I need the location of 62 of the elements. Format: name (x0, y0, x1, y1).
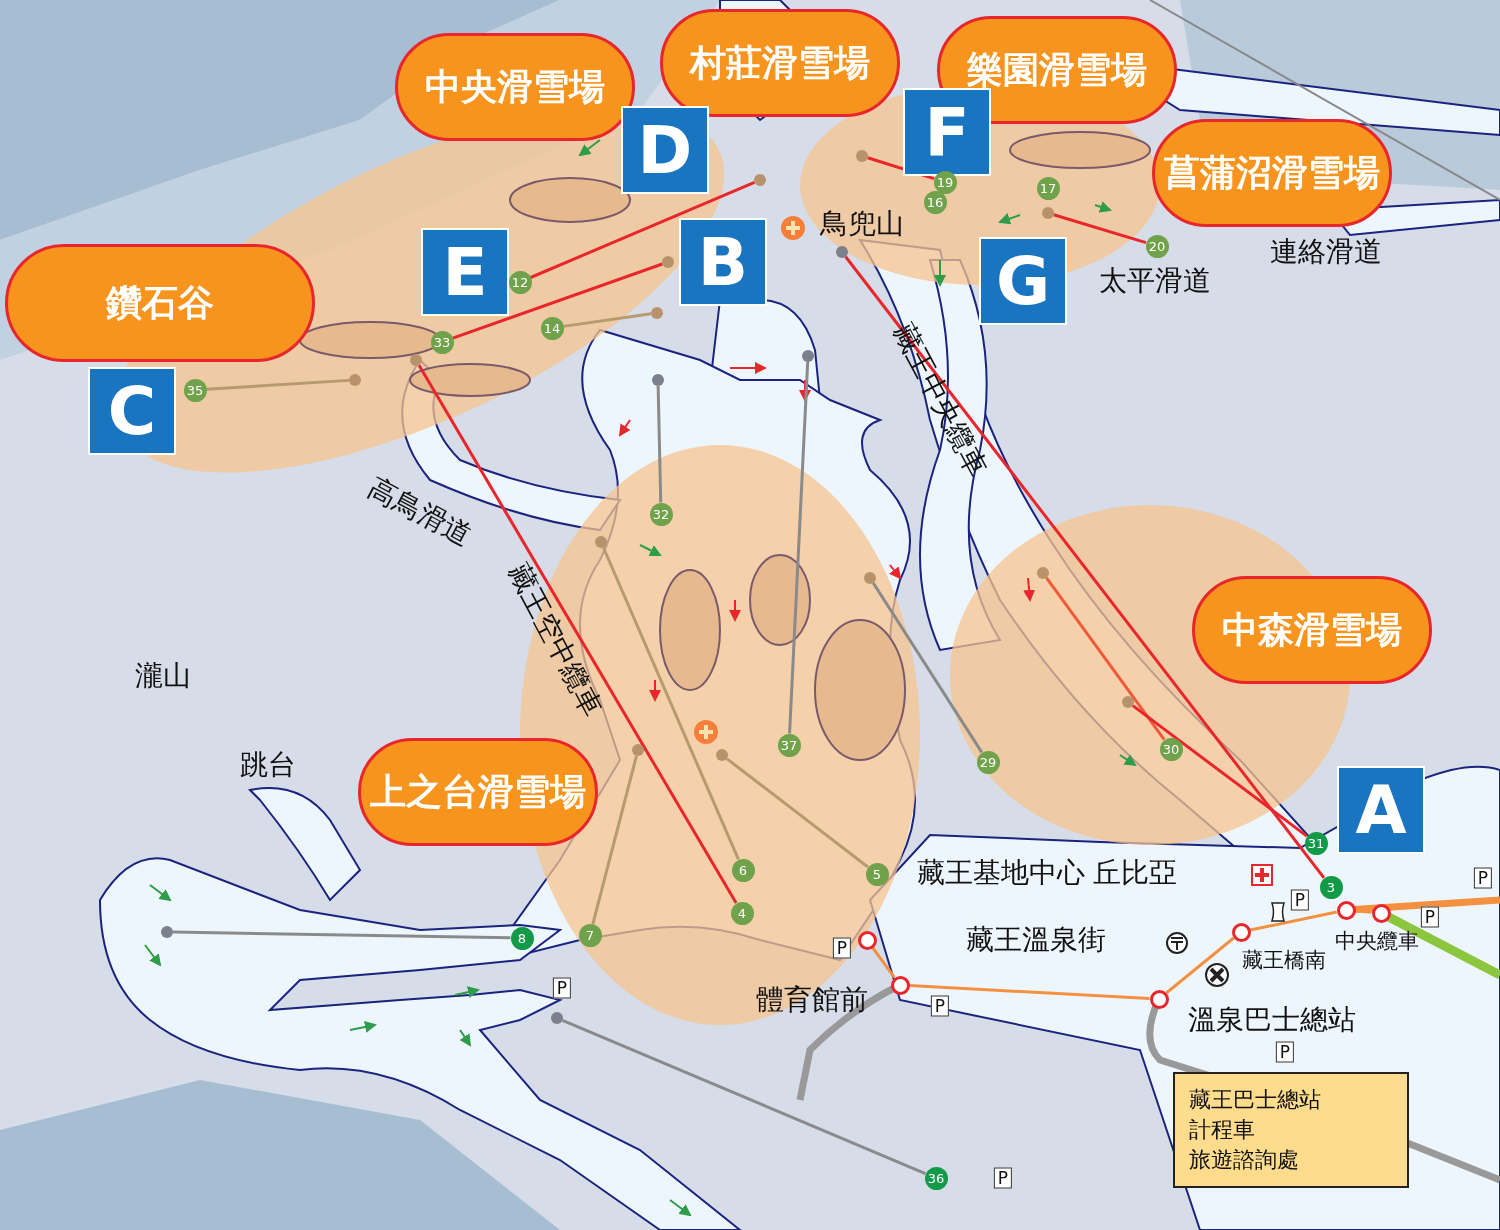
place-name: 藏王溫泉街 (966, 922, 1106, 958)
area-letter-marker: B (679, 218, 767, 306)
parking-sign: P (552, 977, 572, 999)
area-letter-marker: F (903, 88, 991, 176)
lift-line (602, 546, 740, 861)
area-letter-marker: D (621, 106, 709, 194)
parking-sign: P (832, 937, 852, 959)
lift-line (1053, 213, 1147, 245)
place-name: 太平滑道 (1099, 263, 1211, 299)
ski-area-label: 菖蒲沼滑雪場 (1152, 119, 1392, 227)
lift-line (1165, 936, 1235, 995)
lift-line (844, 255, 1326, 879)
lift-station-dot (836, 246, 848, 258)
ski-area-label: 中森滑雪場 (1192, 576, 1432, 684)
parking-sign: P (1275, 1041, 1295, 1063)
lift-line (1250, 910, 1337, 932)
place-name: 中央纜車 (1335, 928, 1419, 955)
parking-sign: P (1420, 906, 1440, 928)
info-box: 藏王巴士總站 計程車 旅遊諮詢處 (1173, 1072, 1409, 1188)
lift-line (1131, 704, 1308, 838)
ski-area-label: 鑽石谷 (5, 244, 315, 362)
area-letter-marker: G (979, 237, 1067, 325)
lift-line (909, 984, 1150, 1000)
parking-sign: P (1290, 889, 1310, 911)
lift-line (871, 582, 984, 754)
place-name: 連絡滑道 (1270, 234, 1382, 270)
parking-sign: P (993, 1167, 1013, 1189)
area-letter-marker: E (421, 228, 509, 316)
ski-area-label: 上之台滑雪場 (358, 738, 598, 846)
ski-area-label: 中央滑雪場 (395, 33, 635, 141)
place-name: 瀧山 (135, 658, 191, 694)
lift-station-dot (551, 1012, 563, 1024)
lift-line (725, 757, 869, 869)
lift-number-marker: 36 (924, 1166, 948, 1190)
lift-line (561, 1018, 926, 1175)
lift-line (206, 378, 350, 391)
lift-line (172, 930, 511, 940)
lift-line (871, 946, 896, 979)
parking-sign: P (1473, 867, 1493, 889)
lift-line (656, 385, 663, 503)
lift-line (591, 755, 638, 925)
place-name: 體育館前 (756, 982, 868, 1018)
lift-number-marker: 20 (1145, 234, 1169, 258)
lift-line (788, 361, 810, 734)
place-name: 鳥兜山 (820, 206, 904, 242)
place-name: 高鳥滑道 (362, 469, 479, 555)
ski-area-label: 村莊滑雪場 (660, 9, 900, 117)
lift-station-dot (651, 307, 663, 319)
lift-line (1045, 576, 1166, 741)
place-name: 藏王基地中心 丘比亞 (916, 855, 1178, 891)
place-name: 溫泉巴士總站 (1188, 1002, 1356, 1038)
lift-line (563, 312, 652, 328)
area-letter-marker: A (1337, 766, 1425, 854)
area-letter-marker: C (88, 367, 176, 455)
lift-line (1355, 909, 1372, 914)
lift-line (530, 180, 756, 279)
lift-station-dot (754, 174, 766, 186)
lift-line (452, 262, 663, 340)
place-name: 藏王橋南 (1242, 947, 1326, 974)
place-name: 跳台 (240, 747, 296, 783)
parking-sign: P (930, 995, 950, 1017)
place-name: 藏王空中纜車 (500, 556, 611, 724)
